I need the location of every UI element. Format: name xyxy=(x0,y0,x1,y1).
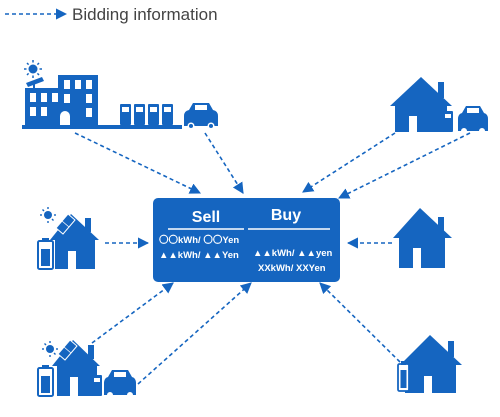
sell-column: Sell 〇〇kWh/ 〇〇Yen ▲▲kWh/ ▲▲Yen xyxy=(159,209,244,261)
house-icon xyxy=(50,214,99,269)
house-icon xyxy=(400,335,462,393)
arrow-bottom-right-house xyxy=(319,282,401,363)
arrow-house-top-right-1 xyxy=(302,132,396,193)
connector-arrows xyxy=(74,132,471,385)
buy-header: Buy xyxy=(271,207,301,224)
buy-column: Buy ▲▲kWh/ ▲▲yen XXkWh/ XXYen xyxy=(248,207,333,274)
ev-charger-icon xyxy=(92,375,102,396)
battery-icon xyxy=(397,361,410,392)
factory-icon xyxy=(22,75,182,129)
factory-ev-charger-icons xyxy=(120,104,173,125)
sun-icon xyxy=(24,60,42,78)
house-icon xyxy=(393,208,452,268)
arrow-house-top-right-2 xyxy=(337,132,471,199)
factory-group xyxy=(22,60,218,130)
battery-icon xyxy=(37,365,54,397)
bottom-right-house-group xyxy=(397,335,462,393)
car-icon xyxy=(184,103,218,130)
ev-charger-icon xyxy=(443,111,453,132)
solar-panel-icon xyxy=(55,213,76,235)
legend-label: Bidding information xyxy=(72,5,218,24)
market-box: Sell 〇〇kWh/ 〇〇Yen ▲▲kWh/ ▲▲Yen Buy ▲▲kWh… xyxy=(153,198,340,282)
sell-bid-2: ▲▲kWh/ ▲▲Yen xyxy=(159,250,239,261)
sun-icon xyxy=(40,207,56,223)
buy-bid-2: XXkWh/ XXYen xyxy=(258,263,326,274)
solar-panel-icon xyxy=(57,339,78,361)
arrow-bottom-left-house xyxy=(91,282,174,344)
house-icon xyxy=(390,77,452,132)
sell-header: Sell xyxy=(192,209,220,226)
house-right-group xyxy=(393,208,452,268)
arrow-factory-right xyxy=(204,132,244,194)
sell-bid-1: 〇〇kWh/ 〇〇Yen xyxy=(159,234,239,246)
arrow-bottom-left-car xyxy=(137,282,252,385)
car-icon xyxy=(104,370,136,398)
buy-bid-1: ▲▲kWh/ ▲▲yen xyxy=(253,248,333,259)
legend: Bidding information xyxy=(5,5,218,24)
sun-icon xyxy=(42,341,58,357)
solar-house-left-group xyxy=(37,207,99,270)
market-box-background xyxy=(153,198,340,282)
house-top-right-group xyxy=(390,77,488,134)
battery-icon xyxy=(37,238,54,270)
car-icon xyxy=(458,106,488,134)
factory-solar-panel-icon xyxy=(26,77,44,88)
bottom-left-house-group xyxy=(37,339,136,398)
arrow-factory-left xyxy=(74,132,202,194)
